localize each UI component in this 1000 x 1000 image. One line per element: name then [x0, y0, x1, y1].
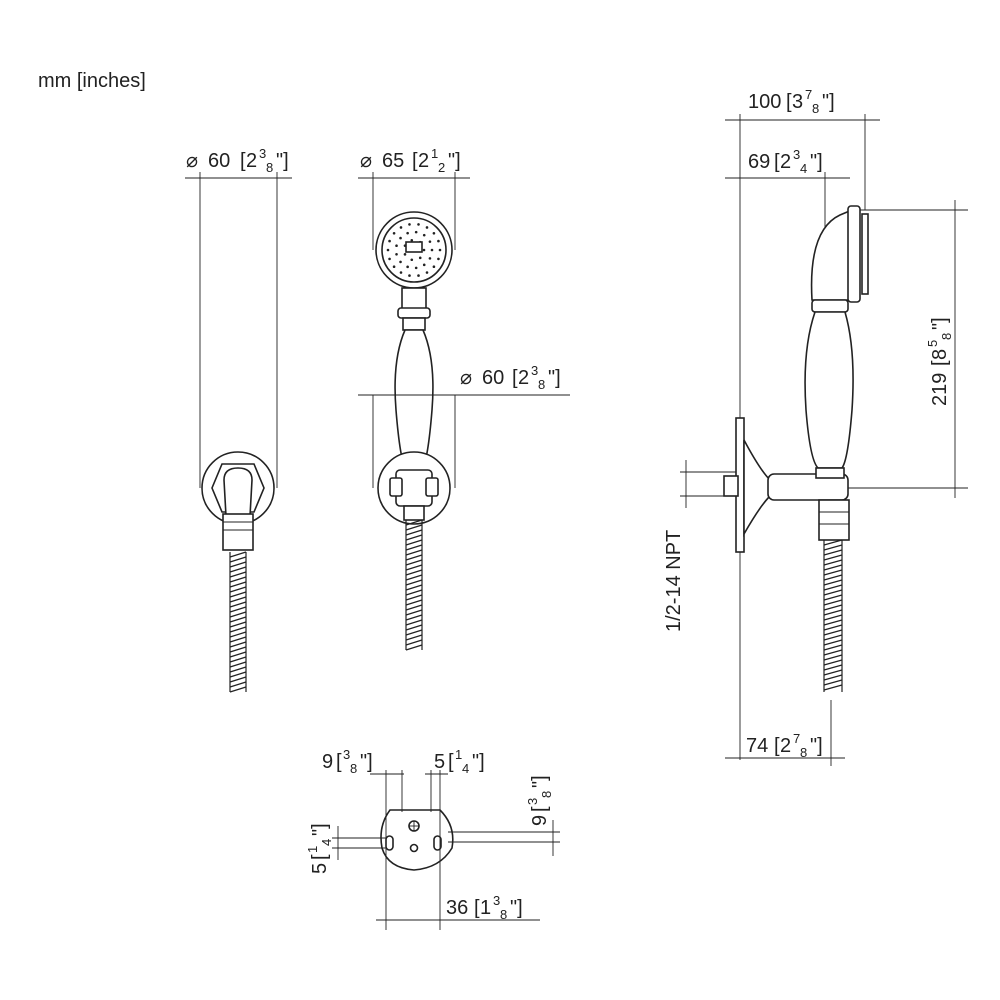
dim-d60-front-den: 8: [266, 160, 273, 175]
dim-w100: 100 [ 3 7 8 "]: [748, 87, 835, 116]
dim-d60-front-num: 3: [259, 146, 266, 161]
svg-text:[: [: [929, 360, 951, 366]
dim-h219-in-whole: 8: [929, 349, 951, 360]
dim-w36-mm: 36: [446, 897, 468, 919]
dim-h9-right: 9 [ 3 8 "]: [525, 775, 554, 826]
dim-d65-head: ⌀ 65 [ 2 1 2 "]: [360, 146, 461, 175]
dim-h219-den: 8: [939, 333, 954, 340]
dim-d65-num: 1: [431, 146, 438, 161]
svg-text:[: [: [786, 91, 792, 113]
dim-h9-right-den: 8: [539, 791, 554, 798]
svg-text:"]: "]: [472, 751, 485, 773]
dim-d60-mid-in-whole: 2: [518, 367, 529, 389]
dim-w74-mm: 74: [746, 735, 768, 757]
dim-w5-top-den: 4: [462, 761, 469, 776]
svg-text:[: [: [336, 751, 342, 773]
dim-d60-mid-num: 3: [531, 363, 538, 378]
dim-h5-left-mm: 5: [309, 863, 331, 874]
dim-h219-num: 5: [925, 340, 940, 347]
dim-h5-left-den: 4: [319, 839, 334, 846]
dim-npt-label: 1/2-14 NPT: [663, 530, 685, 632]
svg-text:[: [: [512, 367, 518, 389]
svg-text:"]: "]: [448, 150, 461, 172]
dim-w36: 36 [ 1 3 8 "]: [446, 893, 523, 922]
svg-text:[: [: [529, 806, 551, 812]
dim-w69-num: 3: [793, 147, 800, 162]
svg-text:[: [: [309, 854, 331, 860]
dim-w69-den: 4: [800, 161, 807, 176]
dim-w5-top-num: 1: [455, 747, 462, 762]
dim-w9-top-mm: 9: [322, 751, 333, 773]
svg-text:[: [: [774, 151, 780, 173]
dim-h9-right-num: 3: [525, 798, 540, 805]
dim-h5-left-num: 1: [305, 846, 320, 853]
dim-d60-mid: ⌀ 60 [ 2 3 8 "]: [460, 363, 561, 392]
dim-w69-mm: 69: [748, 151, 770, 173]
dim-d60-front-symbol: ⌀: [186, 150, 198, 172]
svg-text:"]: "]: [822, 91, 835, 113]
dim-w5-top: 5 [ 1 4 "]: [434, 747, 485, 776]
svg-text:[: [: [240, 150, 246, 172]
dim-h5-left: 5 [ 1 4 "]: [305, 823, 334, 874]
svg-text:"]: "]: [929, 317, 951, 330]
dim-w36-num: 3: [493, 893, 500, 908]
mounting-plate-view: [332, 770, 560, 930]
dim-w69-in-whole: 2: [780, 151, 791, 173]
dim-w100-den: 8: [812, 101, 819, 116]
svg-text:"]: "]: [276, 150, 289, 172]
svg-text:"]: "]: [810, 735, 823, 757]
dim-w36-den: 8: [500, 907, 507, 922]
svg-text:"]: "]: [529, 775, 551, 788]
dim-h219-mm: 219: [929, 373, 951, 406]
dim-d60-mid-symbol: ⌀: [460, 367, 472, 389]
dim-d60-front: ⌀ 60 2 3 8 [ "]: [186, 146, 289, 175]
dim-d65-symbol: ⌀: [360, 150, 372, 172]
svg-text:"]: "]: [810, 151, 823, 173]
side-view: [680, 114, 968, 766]
svg-text:"]: "]: [510, 897, 523, 919]
dim-w74-in-whole: 2: [780, 735, 791, 757]
dim-d60-front-in-whole: 2: [246, 150, 257, 172]
dim-h9-right-mm: 9: [529, 815, 551, 826]
dim-w100-in-whole: 3: [792, 91, 803, 113]
dim-d65-den: 2: [438, 160, 445, 175]
dim-d60-mid-den: 8: [538, 377, 545, 392]
svg-text:[: [: [448, 751, 454, 773]
dim-w9-top: 9 [ 3 8 "]: [322, 747, 373, 776]
dim-h219: 219 [ 8 5 8 "]: [925, 317, 954, 406]
svg-text:"]: "]: [309, 823, 331, 836]
svg-text:[: [: [474, 897, 480, 919]
svg-text:"]: "]: [360, 751, 373, 773]
svg-text:[: [: [774, 735, 780, 757]
svg-text:"]: "]: [548, 367, 561, 389]
dim-w5-top-mm: 5: [434, 751, 445, 773]
dim-w9-top-den: 8: [350, 761, 357, 776]
hand-shower-front-view: [358, 172, 570, 651]
dim-w36-in-whole: 1: [480, 897, 491, 919]
dim-d65-mm: 65: [382, 150, 404, 172]
dim-w9-top-num: 3: [343, 747, 350, 762]
dim-w74-num: 7: [793, 731, 800, 746]
wall-holder-front-view: [185, 172, 292, 693]
dim-d60-front-mm: 60: [208, 150, 230, 172]
dim-w74-den: 8: [800, 745, 807, 760]
units-label: mm [inches]: [38, 70, 146, 92]
dim-w69: 69 [ 2 3 4 "]: [748, 147, 823, 176]
dim-d60-mid-mm: 60: [482, 367, 504, 389]
svg-text:[: [: [412, 150, 418, 172]
dim-d65-in-whole: 2: [418, 150, 429, 172]
dim-w74: 74 [ 2 7 8 "]: [746, 731, 823, 760]
dim-w100-num: 7: [805, 87, 812, 102]
dim-w100-mm: 100: [748, 91, 781, 113]
